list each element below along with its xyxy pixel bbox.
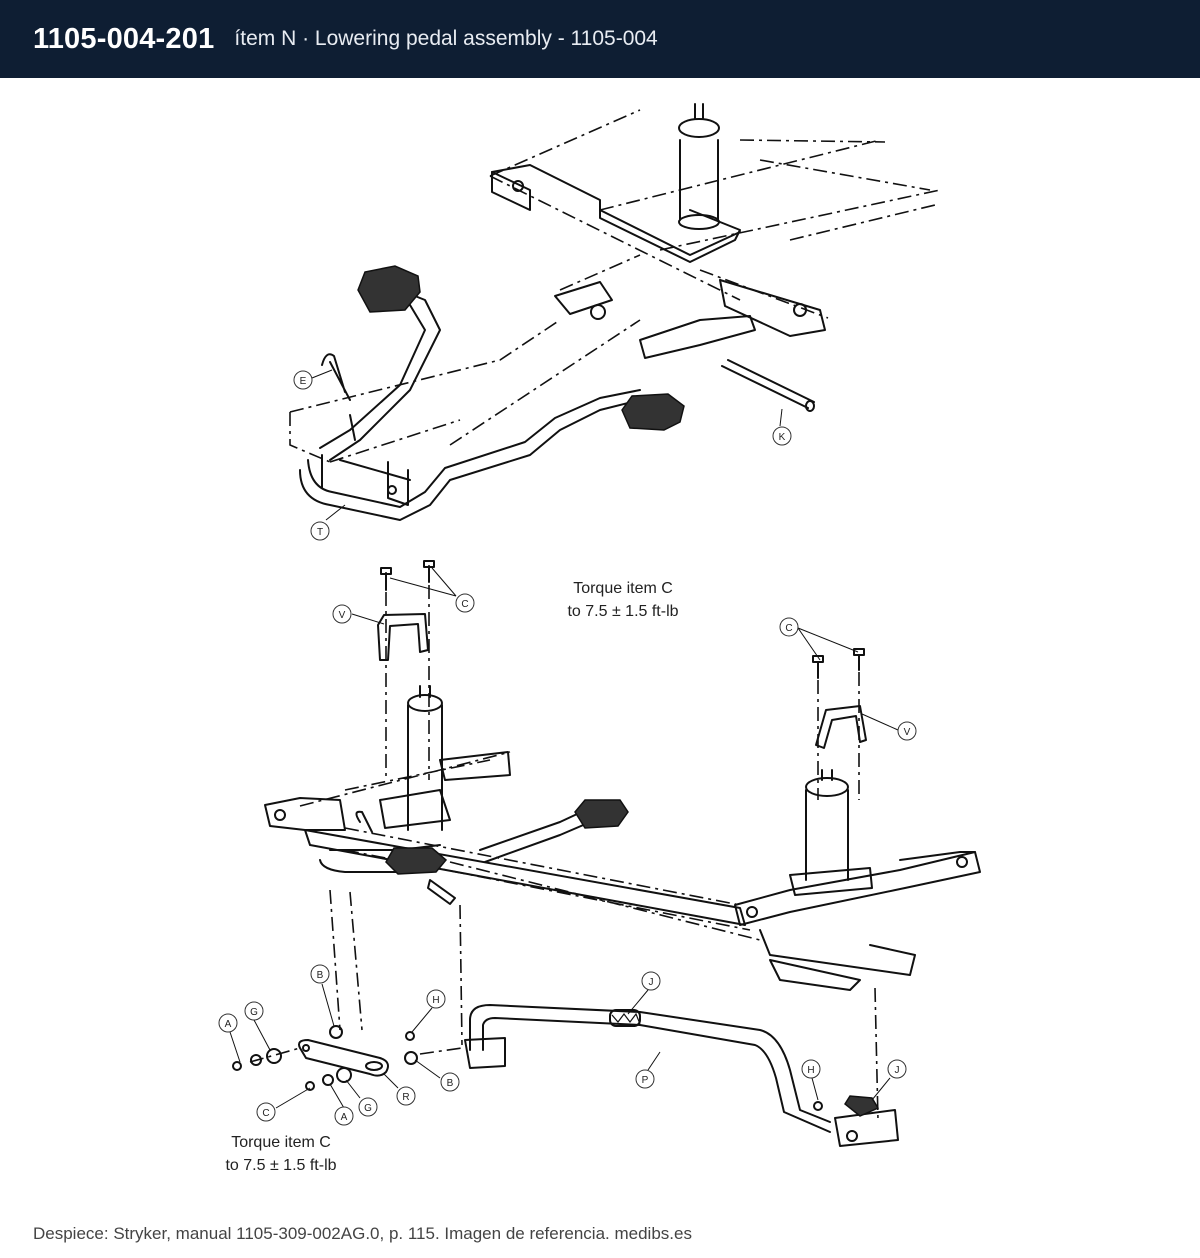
page-subtitle: ítem N · Lowering pedal assembly - 1105-… xyxy=(234,27,658,50)
torque-note-upper-line1: Torque item C xyxy=(573,580,673,597)
torque-note-lower-line1: Torque item C xyxy=(231,1134,331,1151)
torque-note-upper: Torque item C to 7.5 ± 1.5 ft-lb xyxy=(567,580,678,620)
callout-j-upper: J xyxy=(641,971,661,991)
svg-text:C: C xyxy=(262,1108,269,1119)
part-number: 1105-004-201 xyxy=(33,22,215,55)
callout-b-lower: B xyxy=(440,1072,460,1092)
exploded-parts-diagram: Torque item C to 7.5 ± 1.5 ft-lb Torque … xyxy=(0,78,1200,1208)
hardware-parts xyxy=(232,1025,823,1111)
callout-a-lower: A xyxy=(334,1106,354,1126)
torque-note-lower-line2: to 7.5 ± 1.5 ft-lb xyxy=(225,1157,336,1174)
callout-c-upper-left: C xyxy=(455,593,475,613)
svg-text:V: V xyxy=(904,727,911,738)
callout-c-lower: C xyxy=(256,1102,276,1122)
svg-text:H: H xyxy=(432,995,439,1006)
callout-j-lower: J xyxy=(887,1059,907,1079)
source-caption: Despiece: Stryker, manual 1105-309-002AG… xyxy=(33,1224,692,1243)
callout-v-left: V xyxy=(332,604,352,624)
svg-text:C: C xyxy=(461,599,468,610)
callout-e: E xyxy=(293,370,313,390)
callout-g-left: G xyxy=(244,1001,264,1021)
torque-note-lower: Torque item C to 7.5 ± 1.5 ft-lb xyxy=(225,1134,336,1174)
callout-a-left: A xyxy=(218,1013,238,1033)
callout-p: P xyxy=(635,1069,655,1089)
header-bar: 1105-004-201 ítem N · Lowering pedal ass… xyxy=(0,0,1200,78)
callout-r: R xyxy=(396,1086,416,1106)
top-pedal-assembly xyxy=(289,265,685,521)
svg-text:K: K xyxy=(779,432,786,443)
svg-text:P: P xyxy=(642,1075,649,1086)
callout-b-upper: B xyxy=(310,964,330,984)
lower-pedal-bar xyxy=(464,1004,899,1147)
svg-text:J: J xyxy=(649,977,654,988)
callout-h-left: H xyxy=(426,989,446,1009)
svg-text:J: J xyxy=(895,1065,900,1076)
svg-text:A: A xyxy=(341,1112,348,1123)
callout-v-right: V xyxy=(897,721,917,741)
svg-text:G: G xyxy=(364,1103,372,1114)
lower-frame-assembly xyxy=(264,560,981,1121)
svg-text:G: G xyxy=(250,1007,258,1018)
svg-text:B: B xyxy=(447,1078,454,1089)
callout-g-lower: G xyxy=(358,1097,378,1117)
svg-text:T: T xyxy=(317,527,323,538)
svg-text:B: B xyxy=(317,970,324,981)
callout-t: T xyxy=(310,521,330,541)
svg-text:E: E xyxy=(300,376,307,387)
top-frame-assembly xyxy=(489,103,941,412)
svg-text:H: H xyxy=(807,1065,814,1076)
leader-lines xyxy=(229,369,899,1109)
callout-h-right: H xyxy=(801,1059,821,1079)
svg-text:V: V xyxy=(339,610,346,621)
callout-c-upper-right: C xyxy=(779,617,799,637)
svg-text:A: A xyxy=(225,1019,232,1030)
torque-note-upper-line2: to 7.5 ± 1.5 ft-lb xyxy=(567,603,678,620)
svg-text:R: R xyxy=(402,1092,409,1103)
svg-text:C: C xyxy=(785,623,792,634)
callout-k: K xyxy=(772,426,792,446)
